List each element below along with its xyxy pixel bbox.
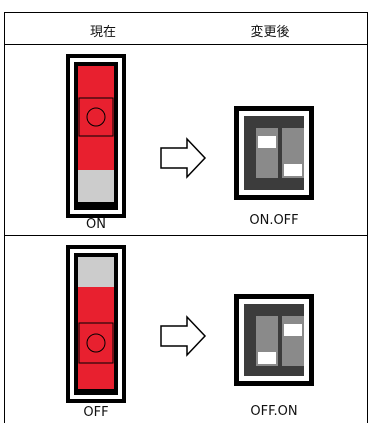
header-after: 変更後	[250, 25, 290, 40]
table-left-border	[4, 12, 5, 423]
header-divider	[4, 44, 368, 45]
row-divider	[4, 235, 368, 236]
dip-switch-on-off	[234, 106, 314, 200]
current-state-label-on: ON	[86, 217, 106, 232]
slide-switch-off	[66, 245, 126, 403]
table-right-border	[367, 12, 368, 423]
current-state-label-off: OFF	[83, 405, 109, 420]
right-arrow-icon	[160, 315, 207, 357]
table-top-border	[4, 12, 368, 13]
after-state-label-on-off: ON.OFF	[249, 213, 299, 228]
after-state-label-off-on: OFF.ON	[250, 404, 298, 419]
header-current: 現在	[89, 25, 116, 40]
dip-switch-off-on	[234, 294, 314, 386]
slide-switch-on	[66, 54, 126, 218]
right-arrow-icon	[160, 137, 207, 179]
